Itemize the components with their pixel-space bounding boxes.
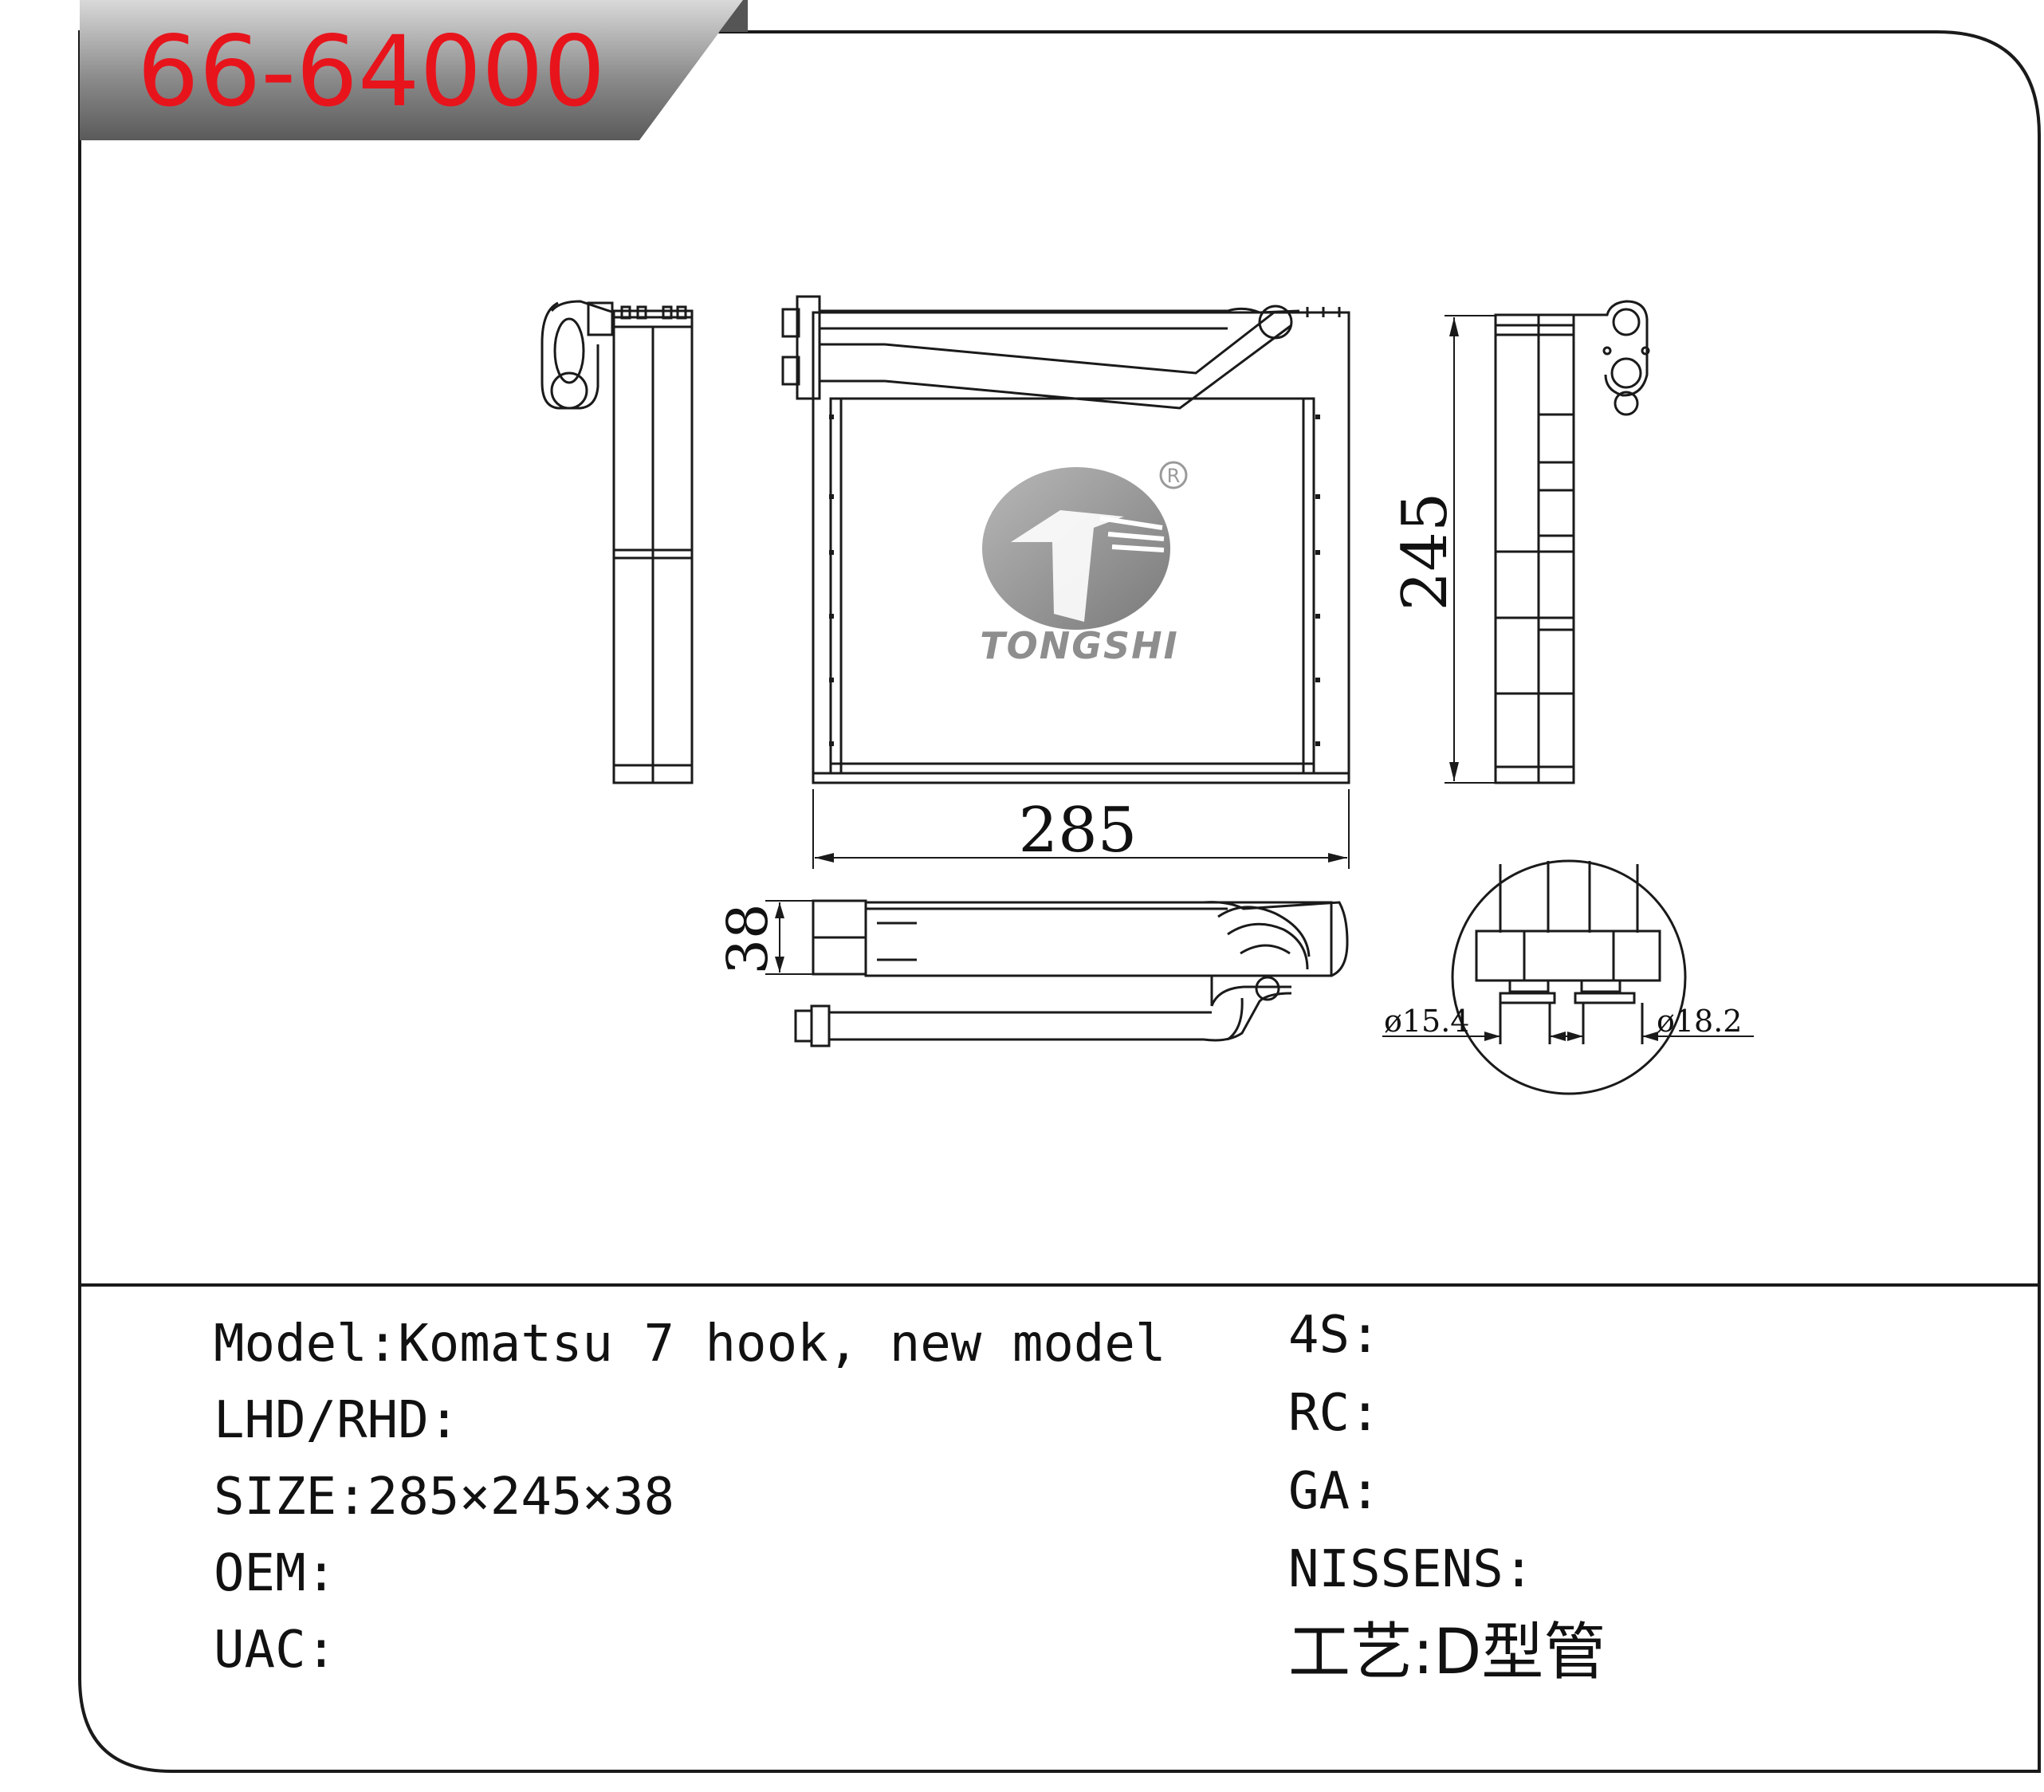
width-dimension xyxy=(812,789,1350,869)
spec-row-uac: UAC: xyxy=(214,1612,1165,1688)
inlet-diameter: ø15.4 xyxy=(1384,1004,1470,1039)
front-view xyxy=(781,295,1350,784)
depth-dimension xyxy=(765,900,813,975)
spec-label: GA: xyxy=(1288,1462,1381,1521)
spec-label: SIZE: xyxy=(214,1468,368,1527)
title-band: 66-64000 xyxy=(80,0,748,140)
spec-label: NISSENS: xyxy=(1288,1540,1535,1599)
spec-row-nissens: NISSENS: xyxy=(1288,1531,1606,1609)
spec-row-model: Model:Komatsu 7 hook, new model xyxy=(214,1306,1165,1382)
spec-row-process: 工艺:D型管 xyxy=(1288,1613,1606,1692)
spec-label: LHD/RHD: xyxy=(214,1391,460,1450)
top-view xyxy=(794,899,1349,1047)
outer-frame xyxy=(78,30,2041,1773)
height-value: 245 xyxy=(1390,493,1461,611)
spec-label: 工艺: xyxy=(1288,1617,1434,1688)
front-view-dots xyxy=(829,415,1320,746)
detail-dimension-lines xyxy=(1382,1032,1754,1041)
depth-value: 38 xyxy=(715,903,780,974)
brand-logo-text: TONGSHI xyxy=(980,624,1178,667)
spec-value: D型管 xyxy=(1433,1617,1606,1688)
specs-left: Model:Komatsu 7 hook, new model LHD/RHD:… xyxy=(214,1306,1165,1688)
spec-row-rc: RC: xyxy=(1288,1374,1606,1452)
spec-row-ga: GA: xyxy=(1288,1452,1606,1531)
spec-label: UAC: xyxy=(214,1621,337,1680)
spec-row-oem: OEM: xyxy=(214,1535,1165,1612)
tongshi-logo: R TONGSHI xyxy=(980,461,1188,667)
spec-row-4s: 4S: xyxy=(1288,1296,1606,1374)
left-side-view xyxy=(540,300,694,784)
spec-label: OEM: xyxy=(214,1544,337,1603)
spec-label: RC: xyxy=(1288,1384,1381,1443)
right-side-view xyxy=(1494,300,1650,784)
spec-label: Model: xyxy=(214,1315,399,1373)
spec-row-lhd-rhd: LHD/RHD: xyxy=(214,1382,1165,1459)
registered-mark: R xyxy=(1167,465,1181,487)
spec-row-size: SIZE:285×245×38 xyxy=(214,1459,1165,1535)
spec-value: 285×245×38 xyxy=(367,1468,674,1527)
specs-right: 4S: RC: GA: NISSENS: 工艺:D型管 xyxy=(1288,1296,1606,1692)
registered-mark-circle xyxy=(1159,461,1188,489)
spec-label: 4S: xyxy=(1288,1306,1381,1365)
width-value: 285 xyxy=(1019,795,1138,867)
outlet-diameter: ø18.2 xyxy=(1657,1004,1743,1039)
spec-value: Komatsu 7 hook, new model xyxy=(398,1315,1166,1373)
fitting-detail xyxy=(1451,859,1687,1095)
part-number: 66-64000 xyxy=(137,15,605,128)
height-dimension xyxy=(1445,315,1496,784)
